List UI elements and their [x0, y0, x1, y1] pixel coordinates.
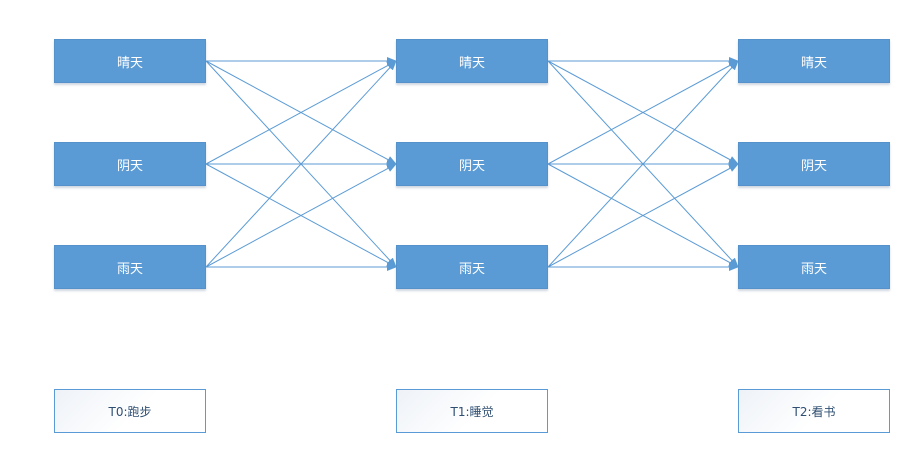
state-node-t0-sunny: 晴天 — [54, 39, 206, 83]
transition-arrow-t1-s2-to-t2-s0 — [547, 60, 739, 268]
state-node-t2-rainy: 雨天 — [738, 245, 890, 289]
state-node-t0-cloudy: 阴天 — [54, 142, 206, 186]
transition-arrow-t0-s2-to-t1-s1 — [205, 163, 397, 268]
observation-box-t2: T2:看书 — [738, 389, 890, 433]
observation-box-t1: T1:睡觉 — [396, 389, 548, 433]
observation-box-t0: T0:跑步 — [54, 389, 206, 433]
transition-arrow-t0-s1-to-t1-s0 — [205, 60, 397, 165]
state-node-t1-sunny: 晴天 — [396, 39, 548, 83]
state-node-t0-rainy: 雨天 — [54, 245, 206, 289]
state-node-t2-cloudy: 阴天 — [738, 142, 890, 186]
state-node-t1-rainy: 雨天 — [396, 245, 548, 289]
state-node-t1-cloudy: 阴天 — [396, 142, 548, 186]
transition-arrow-t1-s2-to-t2-s1 — [547, 163, 739, 268]
state-node-t2-sunny: 晴天 — [738, 39, 890, 83]
transition-arrow-t1-s1-to-t2-s0 — [547, 60, 739, 165]
transition-arrow-t0-s2-to-t1-s0 — [205, 60, 397, 268]
